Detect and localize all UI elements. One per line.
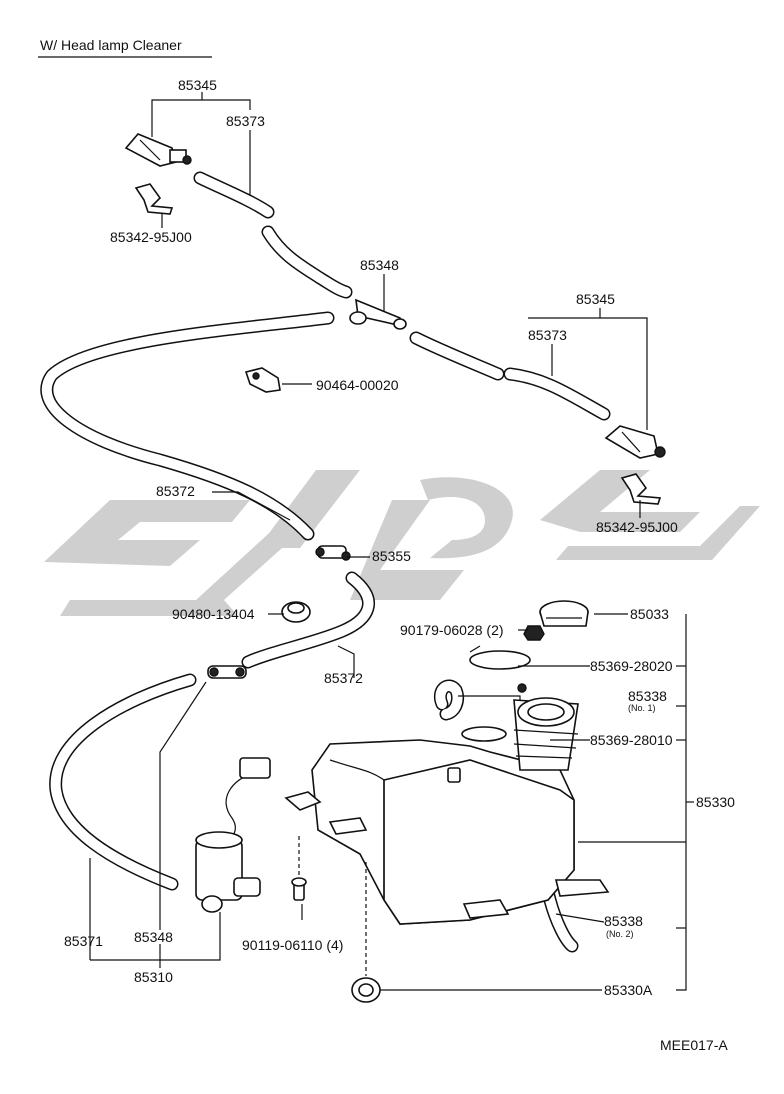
- diagram-title: W/ Head lamp Cleaner: [40, 37, 182, 53]
- nut-90179: [523, 625, 545, 641]
- diagram-code: MEE017-A: [660, 1037, 728, 1053]
- connector-85348-top: [349, 298, 407, 330]
- hose-85372-lower: [241, 571, 375, 669]
- washer-tank-85330: [284, 739, 610, 925]
- label-85345-right: 85345: [576, 291, 615, 307]
- label-85348-top: 85348: [360, 257, 399, 273]
- clamp-90464: [244, 367, 281, 393]
- label-85371: 85371: [64, 933, 103, 949]
- connector-85348-bottom: [207, 665, 247, 679]
- label-85033: 85033: [630, 606, 669, 622]
- label-90480: 90480-13404: [172, 606, 255, 622]
- hose-85338-no1: [434, 679, 465, 721]
- grommet-85330A: [351, 862, 381, 1003]
- joint-85355: [315, 545, 351, 561]
- clip-85342-top: [134, 183, 174, 215]
- label-85355: 85355: [372, 548, 411, 564]
- label-85373-top: 85373: [226, 113, 265, 129]
- label-85372-upper: 85372: [156, 483, 195, 499]
- label-85330: 85330: [696, 794, 735, 810]
- gasket-85369-28020: [469, 645, 531, 670]
- hose-85372-upper: [40, 311, 335, 541]
- hose-85371: [49, 673, 197, 891]
- label-90119: 90119-06110 (4): [242, 937, 343, 953]
- washer-pump-85310: [195, 757, 271, 913]
- clip-85342-right: [620, 473, 662, 505]
- nozzle-85345-right: [604, 425, 666, 459]
- gasket-85369-28010: [461, 726, 507, 742]
- hose-85373-right: [409, 331, 611, 421]
- label-85338-no2: 85338: [604, 913, 643, 929]
- brand-logo-watermark-icon: [44, 470, 760, 616]
- leader-lines: [89, 92, 694, 991]
- hose-85373-top: [193, 171, 353, 299]
- label-85330A: 85330A: [604, 982, 653, 998]
- filler-neck-85338: [513, 683, 579, 771]
- label-85348-bottom: 85348: [134, 929, 173, 945]
- label-90179: 90179-06028 (2): [400, 622, 504, 638]
- bolt-90119: [291, 836, 307, 901]
- label-85338-no1-note: (No. 1): [628, 703, 656, 713]
- label-85373-right: 85373: [528, 327, 567, 343]
- label-85372-lower: 85372: [324, 670, 363, 686]
- label-85342-top: 85342-95J00: [110, 229, 192, 245]
- label-85369-28020: 85369-28020: [590, 658, 673, 674]
- label-85342-right: 85342-95J00: [596, 519, 678, 535]
- cap-85033: [539, 600, 589, 627]
- grommet-90480: [281, 601, 311, 623]
- nozzle-85345-top: [124, 133, 192, 167]
- label-85338-no2-note: (No. 2): [606, 929, 634, 939]
- label-90464: 90464-00020: [316, 377, 399, 393]
- label-85369-28010: 85369-28010: [590, 732, 673, 748]
- label-85310: 85310: [134, 969, 173, 985]
- label-85338-no1: 85338: [628, 688, 667, 704]
- label-85345-top: 85345: [178, 77, 217, 93]
